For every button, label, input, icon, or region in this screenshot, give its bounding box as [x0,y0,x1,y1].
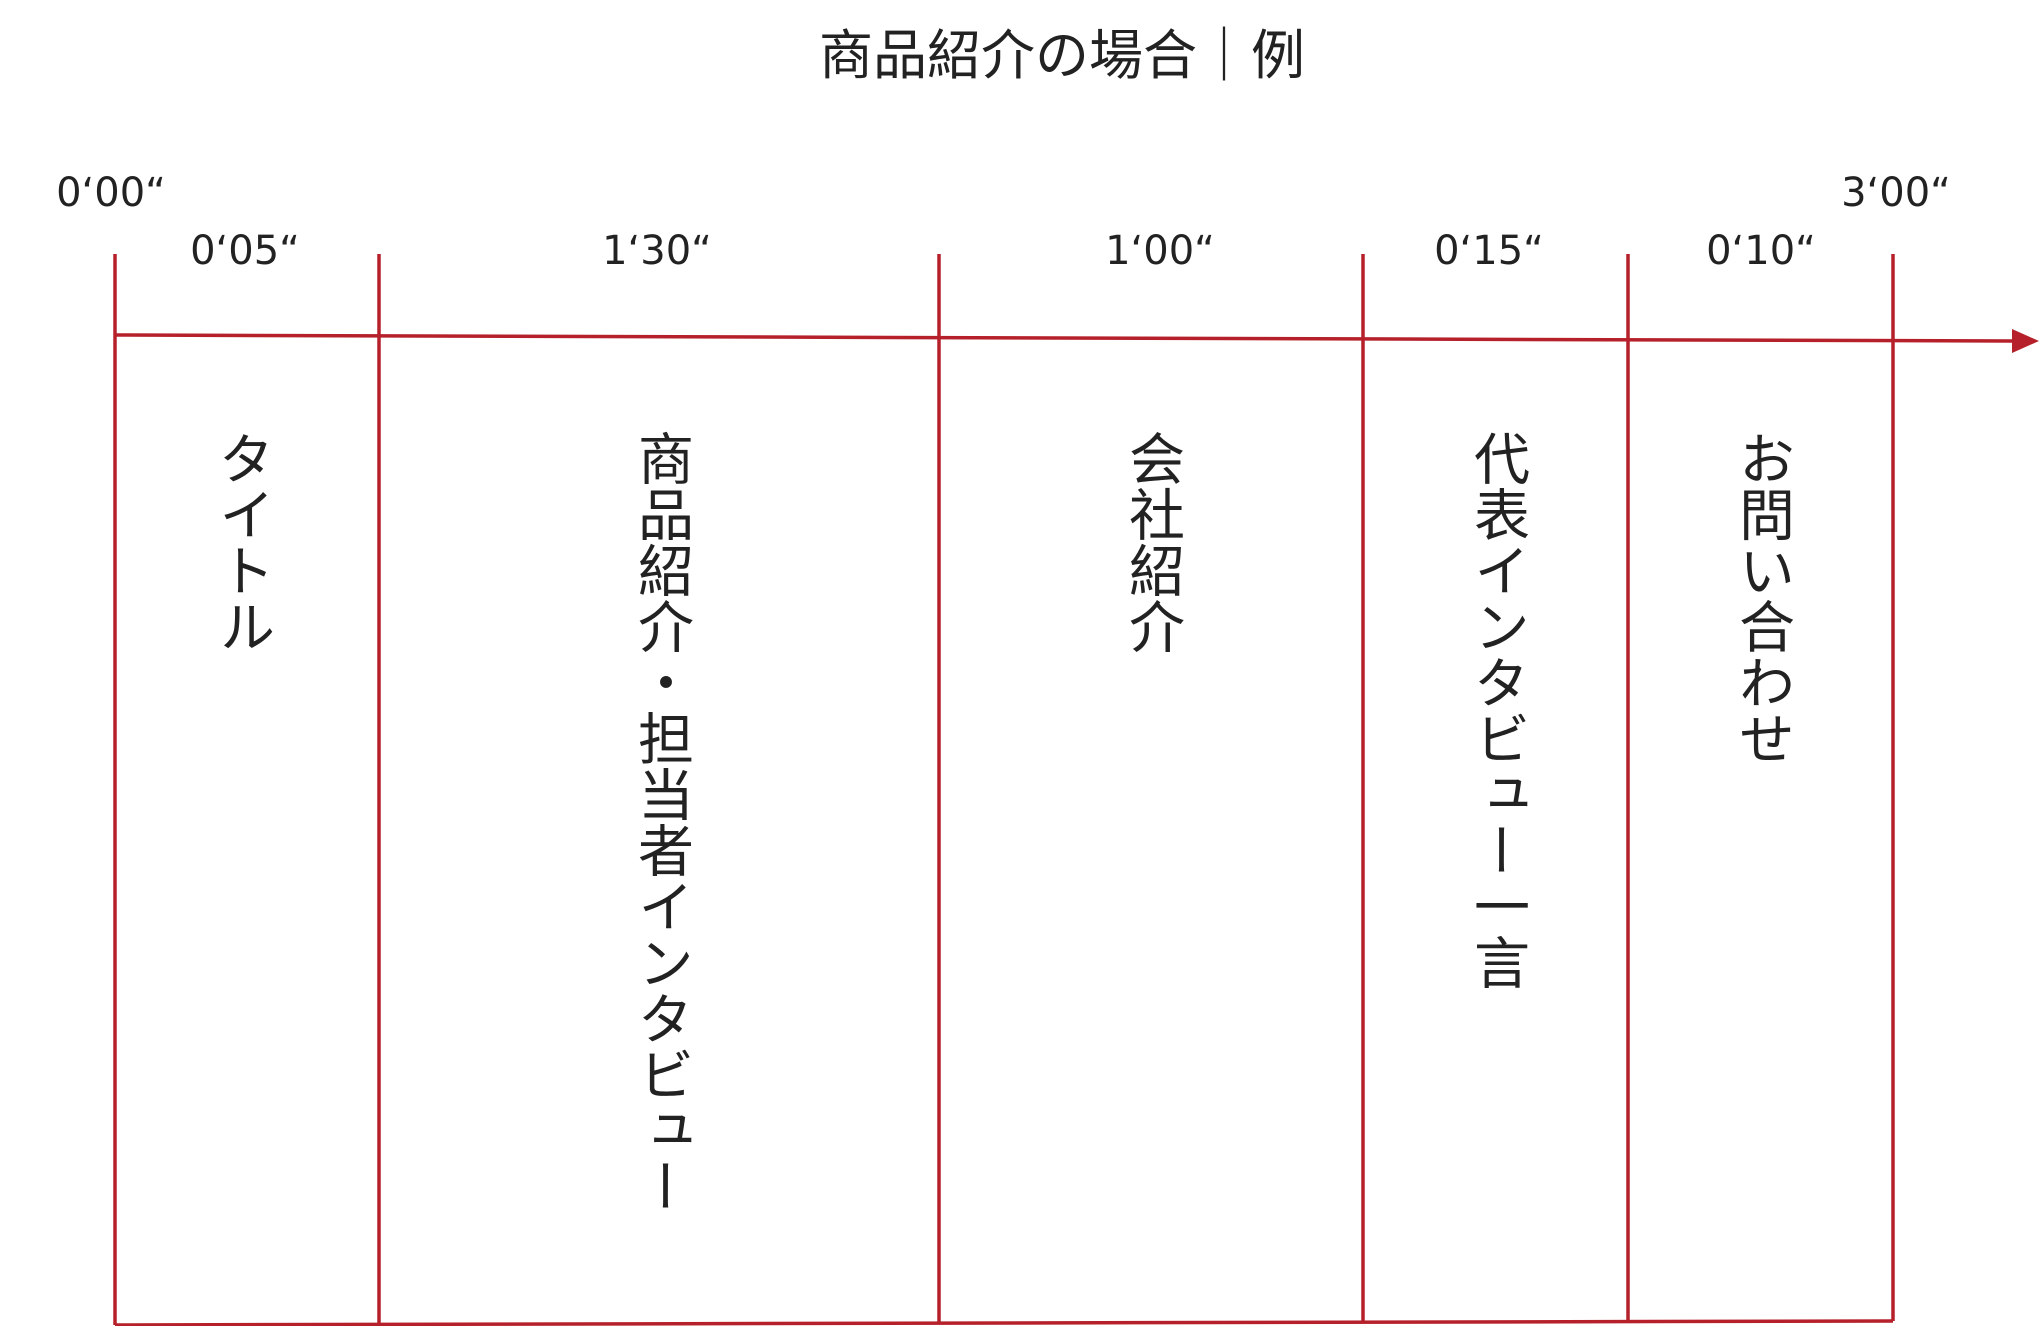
segment-label: お問い合わせ [1730,430,1795,766]
segment-duration-label: 0‘05“ [190,228,300,274]
timeline-frame [113,254,2039,1326]
axis-arrowhead [2012,329,2039,353]
segment-label: 会社紹介 [1120,430,1185,654]
segment-duration-label: 0‘10“ [1706,228,1816,274]
segment-duration-label: 1‘00“ [1105,228,1215,274]
page-title: 商品紹介の場合｜例 [819,24,1305,87]
axis-arrow-line [114,333,2013,343]
end-time-label: 3‘00“ [1841,170,1951,216]
time-labels: 0‘00“ 3‘00“ 0‘05“ 1‘30“ 1‘00“ 0‘15“ 0‘10… [56,170,1951,274]
segment-label: 代表インタビュー一言 [1465,430,1530,990]
segment-label: 商品紹介・担当者インタビュー [629,430,694,1214]
segment-label: タイトル [210,430,275,654]
segment-labels: タイトル 商品紹介・担当者インタビュー 会社紹介 代表インタビュー一言 お問い合… [210,430,1795,1214]
bottom-boundary-line [114,1319,1894,1326]
segment-duration-label: 1‘30“ [602,228,712,274]
segment-duration-label: 0‘15“ [1434,228,1544,274]
start-time-label: 0‘00“ [56,170,166,216]
